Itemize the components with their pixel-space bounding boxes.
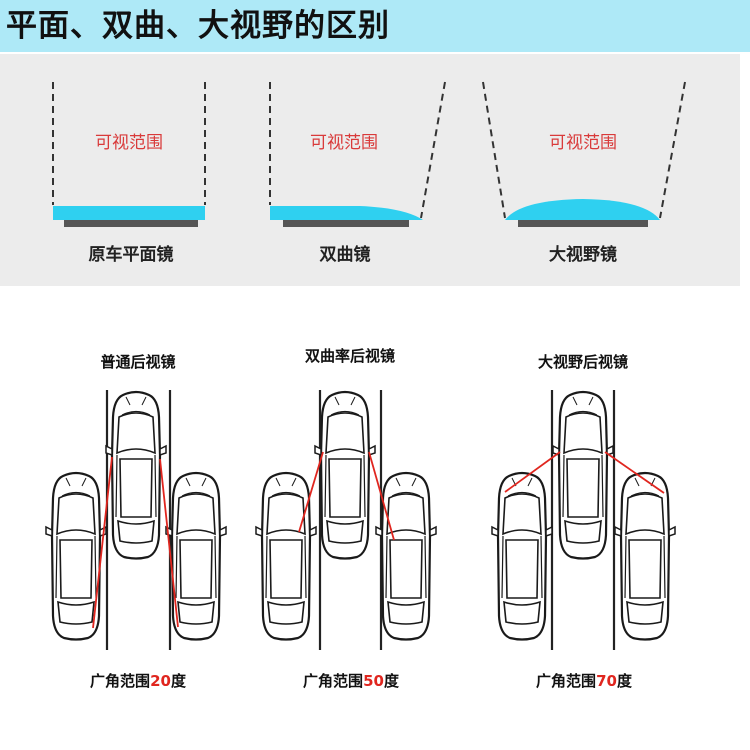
hyperbolic-mirror-glass: [270, 206, 423, 220]
angle-unit: 度: [616, 672, 632, 690]
hyperbolic-mirror-heading: 双曲率后视镜: [304, 347, 395, 365]
angle-prefix: 广角范围: [90, 672, 151, 690]
wide-mirror-view: [490, 390, 677, 650]
angle-prefix: 广角范围: [303, 672, 364, 690]
visible-range-label: 可视范围: [549, 133, 617, 153]
mirror-comparison-panel: [0, 54, 740, 286]
angle-value: 50: [363, 672, 384, 690]
standard-mirror-heading: 普通后视镜: [100, 353, 176, 371]
flat-mirror-glass: [53, 206, 205, 220]
angle-value: 20: [150, 672, 171, 690]
flat-mirror-base: [64, 220, 198, 227]
hyperbolic-mirror-base: [283, 220, 409, 227]
sight-line-right: [159, 458, 179, 628]
sight-line-left: [92, 456, 113, 629]
angle-label-wide: 广角范围70度: [524, 670, 644, 691]
angle-label-hyperbolic: 广角范围50度: [291, 670, 411, 691]
title-bar: 平面、双曲、大视野的区别: [0, 0, 750, 52]
wide-mirror-name: 大视野镜: [549, 245, 617, 265]
flat-mirror-name: 原车平面镜: [88, 245, 174, 265]
wide-mirror-base: [518, 220, 648, 227]
wide-mirror-diagram: [482, 81, 686, 227]
angle-label-standard: 广角范围20度: [78, 670, 198, 691]
wide-mirror-glass: [505, 199, 660, 220]
hyperbolic-mirror-diagram: [269, 81, 446, 227]
sight-line-left: [298, 451, 324, 533]
angle-unit: 度: [383, 672, 399, 690]
angle-value: 70: [596, 672, 617, 690]
flat-mirror-diagram: [52, 82, 206, 227]
visible-range-label: 可视范围: [95, 133, 163, 153]
sight-line-right: [604, 451, 665, 494]
angle-prefix: 广角范围: [536, 672, 597, 690]
angle-unit: 度: [170, 672, 186, 690]
standard-mirror-view: [44, 390, 228, 650]
wide-mirror-heading: 大视野后视镜: [537, 353, 628, 371]
sight-line-right: [368, 451, 395, 541]
visible-range-label: 可视范围: [310, 133, 378, 153]
hyperbolic-mirror-view: [254, 390, 438, 650]
sight-line-left: [504, 451, 561, 493]
page-title: 平面、双曲、大视野的区别: [6, 8, 390, 44]
hyperbolic-mirror-name: 双曲镜: [319, 245, 371, 265]
